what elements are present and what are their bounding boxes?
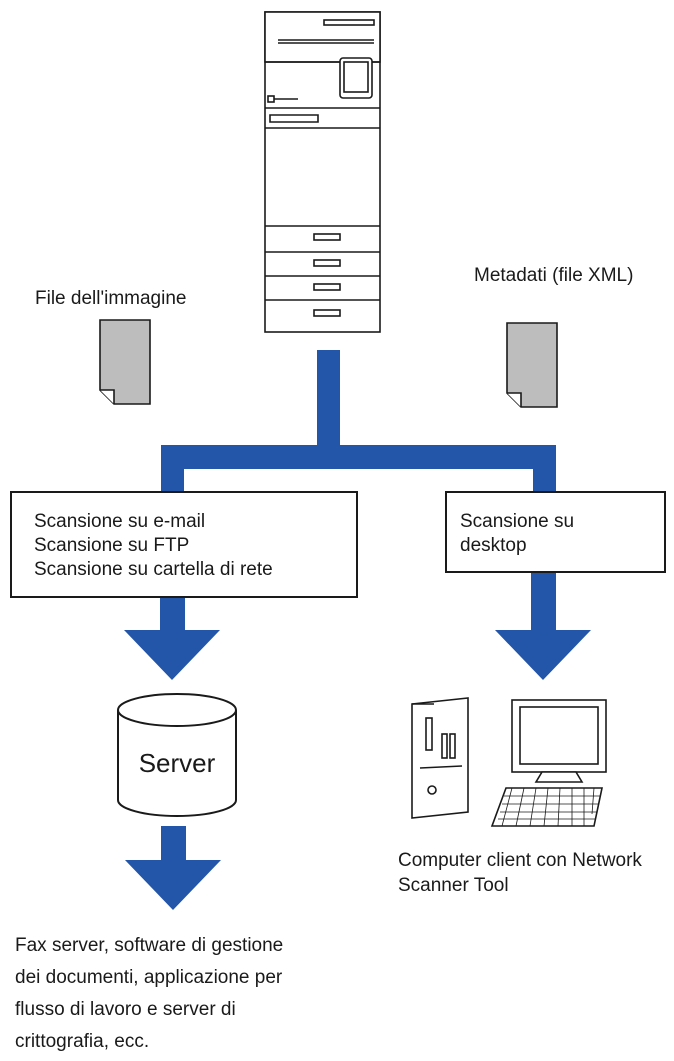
scan-desktop-line1: Scansione su [460,511,575,532]
scan-desktop-line2: desktop [460,535,527,556]
metadata-label: Metadati (file XML) [474,265,634,286]
destinations-line2: dei documenti, applicazione per [15,967,283,988]
destinations-line1: Fax server, software di gestione [15,935,284,956]
image-file-label: File dell'immagine [35,288,187,309]
scan-email-text: Scansione su e-mail [34,511,206,532]
arrow-to-client [495,573,591,680]
client-label-line1: Computer client con Network [398,850,642,871]
printer-stem [317,350,340,445]
network-scan-box: Scansione su e-mail Scansione su FTP Sca… [10,491,358,598]
printer-icon [264,11,381,333]
image-file-document-icon [99,319,151,405]
desktop-scan-box: Scansione su desktop [445,491,666,573]
left-branch-stem [161,469,184,491]
server-label: Server [138,748,216,778]
metadata-document-icon [506,322,558,408]
arrow-to-destinations [125,826,221,910]
right-branch-stem [533,469,556,491]
branch-bar [161,445,556,469]
destinations-line4: crittografia, ecc. [15,1031,150,1052]
client-label-line2: Scanner Tool [398,875,509,896]
arrow-to-server [124,598,220,680]
server-cylinder-icon [117,693,237,817]
destinations-line3: flusso di lavoro e server di [15,999,236,1020]
scan-ftp-text: Scansione su FTP [34,535,190,556]
client-computer-icon [411,697,607,827]
scan-network-folder-text: Scansione su cartella di rete [34,559,273,580]
